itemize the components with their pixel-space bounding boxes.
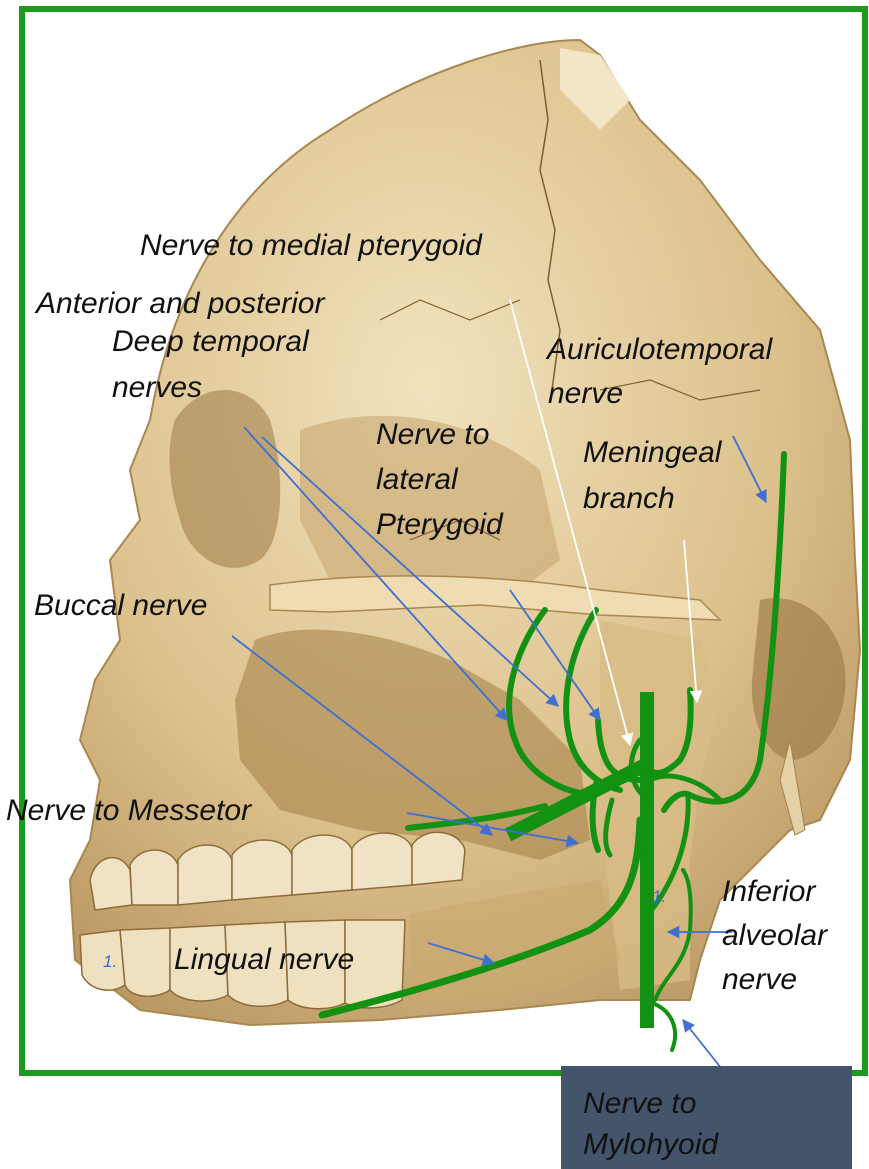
label-inferior-alveolar-line2: alveolar [722,917,827,955]
label-lateral-pterygoid-line3: Pterygoid [376,506,503,544]
label-auriculotemporal-line1: Auriculotemporal [547,331,772,369]
label-mylohyoid-line1: Nerve to [583,1085,696,1123]
list-marker-inferior-alveolar: 1. [652,887,666,907]
mylohyoid-tail [652,1003,675,1050]
label-meningeal-line2: branch [583,480,675,518]
label-lateral-pterygoid-line2: lateral [376,461,458,499]
list-marker-lingual: 1. [103,952,117,972]
label-meningeal-line1: Meningeal [583,434,721,472]
label-lateral-pterygoid-line1: Nerve to [376,416,489,454]
label-deep-temporal-line2: Deep temporal [112,323,309,361]
label-inferior-alveolar-line1: Inferior [722,873,815,911]
label-nerve-to-masseter: Nerve to Messetor [6,792,251,830]
label-auriculotemporal-line2: nerve [548,375,623,413]
label-buccal-nerve: Buccal nerve [34,587,207,625]
label-deep-temporal-line1: Anterior and posterior [36,285,325,323]
label-lingual-nerve: Lingual nerve [174,941,354,979]
label-mylohyoid-line2: Mylohyoid [583,1126,718,1164]
label-nerve-to-medial-pterygoid: Nerve to medial pterygoid [140,227,482,265]
label-deep-temporal-line3: nerves [112,369,202,407]
label-inferior-alveolar-line3: nerve [722,961,797,999]
